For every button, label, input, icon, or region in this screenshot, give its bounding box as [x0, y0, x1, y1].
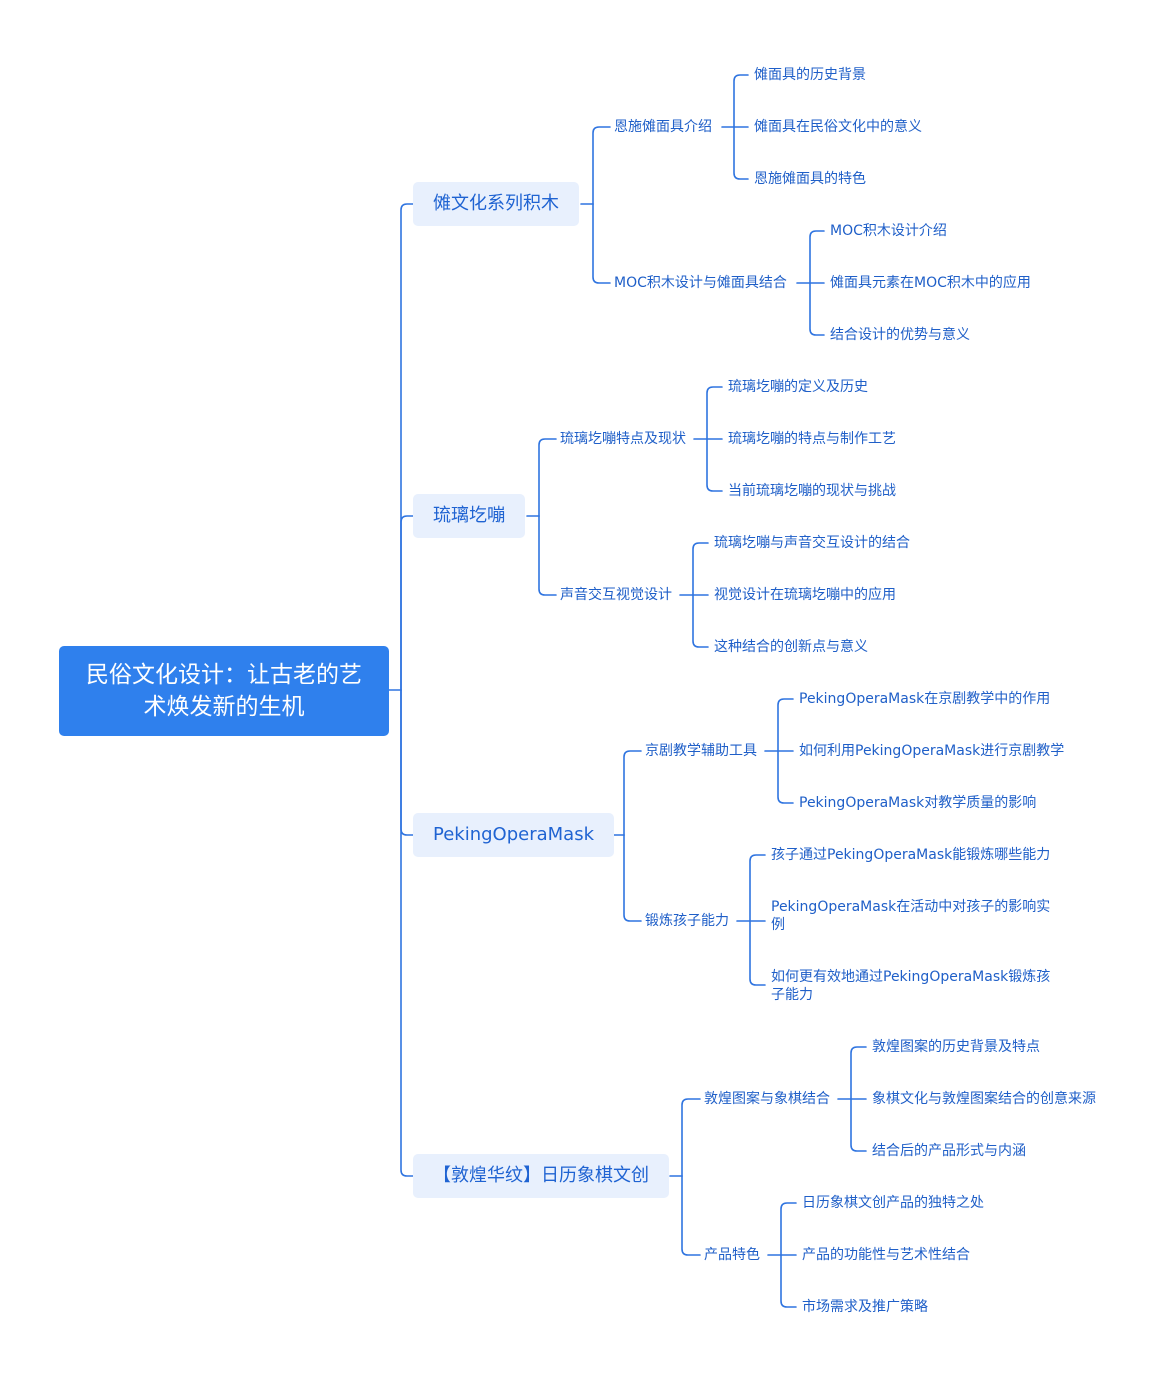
leaf-node[interactable]: 傩面具在民俗文化中的意义 [754, 119, 922, 135]
leaf-node[interactable]: 结合后的产品形式与内涵 [872, 1143, 1026, 1159]
leaf-node[interactable]: 恩施傩面具的特色 [754, 171, 866, 187]
subtopic-connector-link [733, 126, 749, 180]
leaf-node[interactable]: 琉璃圪嘣与声音交互设计的结合 [714, 535, 910, 551]
subtopic-connector-link [692, 542, 709, 596]
leaf-node[interactable]: 市场需求及推广策略 [802, 1299, 928, 1315]
subtopic-connector-link [809, 230, 825, 284]
leaf-node[interactable]: 当前琉璃圪嘣的现状与挑战 [728, 483, 896, 499]
subtopic-node[interactable]: 敦煌图案与象棋结合 [704, 1091, 830, 1107]
leaf-node[interactable]: PekingOperaMask在活动中对孩子的影响实例 [771, 899, 1051, 933]
leaf-node[interactable]: 视觉设计在琉璃圪嘣中的应用 [714, 587, 896, 603]
branch-connector-link [592, 126, 611, 205]
leaf-node[interactable]: 琉璃圪嘣的定义及历史 [728, 379, 868, 395]
subtopic-connector-link [780, 1254, 797, 1308]
subtopic-connector-link [733, 74, 749, 128]
branch-connector-link [681, 1175, 701, 1256]
subtopic-node[interactable]: 产品特色 [704, 1247, 760, 1263]
branch-connector-link [538, 438, 557, 517]
branch-node[interactable]: PekingOperaMask [413, 813, 615, 857]
root-node[interactable]: 民俗文化设计：让古老的艺术焕发新的生机 [59, 646, 389, 736]
leaf-node[interactable]: 如何更有效地通过PekingOperaMask锻炼孩子能力 [771, 969, 1051, 1003]
subtopic-connector-link [749, 920, 766, 986]
root-connector-link [400, 203, 414, 691]
subtopic-node[interactable]: 锻炼孩子能力 [645, 913, 729, 929]
subtopic-connector-link [749, 854, 766, 922]
leaf-node[interactable]: 产品的功能性与艺术性结合 [802, 1247, 970, 1263]
subtopic-connector-link [809, 282, 825, 336]
leaf-node[interactable]: MOC积木设计介绍 [830, 223, 947, 239]
leaf-node[interactable]: 这种结合的创新点与意义 [714, 639, 868, 655]
leaf-node[interactable]: 琉璃圪嘣的特点与制作工艺 [728, 431, 896, 447]
leaf-node[interactable]: 傩面具元素在MOC积木中的应用 [830, 275, 1031, 291]
branch-connector-link [592, 203, 611, 284]
branch-connector-link [538, 515, 557, 596]
branch-connector-link [623, 834, 642, 922]
subtopic-connector-link [692, 594, 709, 648]
subtopic-connector-link [850, 1098, 867, 1152]
root-connector-link [400, 689, 414, 1177]
branch-node[interactable]: 傩文化系列积木 [413, 182, 579, 226]
leaf-node[interactable]: PekingOperaMask在京剧教学中的作用 [799, 691, 1051, 707]
subtopic-node[interactable]: MOC积木设计与傩面具结合 [614, 275, 787, 291]
leaf-node[interactable]: 敦煌图案的历史背景及特点 [872, 1039, 1040, 1055]
branch-node[interactable]: 琉璃圪嘣 [413, 494, 525, 538]
leaf-node[interactable]: PekingOperaMask对教学质量的影响 [799, 795, 1037, 811]
subtopic-connector-link [777, 698, 794, 752]
leaf-node[interactable]: 傩面具的历史背景 [754, 67, 866, 83]
branch-connector-link [681, 1098, 701, 1177]
subtopic-node[interactable]: 声音交互视觉设计 [560, 587, 672, 603]
leaf-node[interactable]: 日历象棋文创产品的独特之处 [802, 1195, 984, 1211]
leaf-node[interactable]: 象棋文化与敦煌图案结合的创意来源 [872, 1091, 1096, 1107]
leaf-node[interactable]: 如何利用PekingOperaMask进行京剧教学 [799, 743, 1065, 759]
branch-connector-link [623, 750, 642, 836]
root-label: 民俗文化设计：让古老的艺术焕发新的生机 [86, 662, 362, 720]
subtopic-node[interactable]: 琉璃圪嘣特点及现状 [560, 431, 686, 447]
root-connector-link [400, 515, 414, 691]
subtopic-node[interactable]: 京剧教学辅助工具 [645, 743, 757, 759]
subtopic-connector-link [706, 386, 723, 440]
leaf-node[interactable]: 孩子通过PekingOperaMask能锻炼哪些能力 [771, 847, 1051, 863]
subtopic-node[interactable]: 恩施傩面具介绍 [614, 119, 712, 135]
subtopic-connector-link [777, 750, 794, 804]
subtopic-connector-link [780, 1202, 797, 1256]
branch-node[interactable]: 【敦煌华纹】日历象棋文创 [413, 1154, 669, 1198]
subtopic-connector-link [850, 1046, 867, 1100]
leaf-node[interactable]: 结合设计的优势与意义 [830, 327, 970, 343]
root-connector-link [400, 689, 414, 836]
subtopic-connector-link [706, 438, 723, 492]
